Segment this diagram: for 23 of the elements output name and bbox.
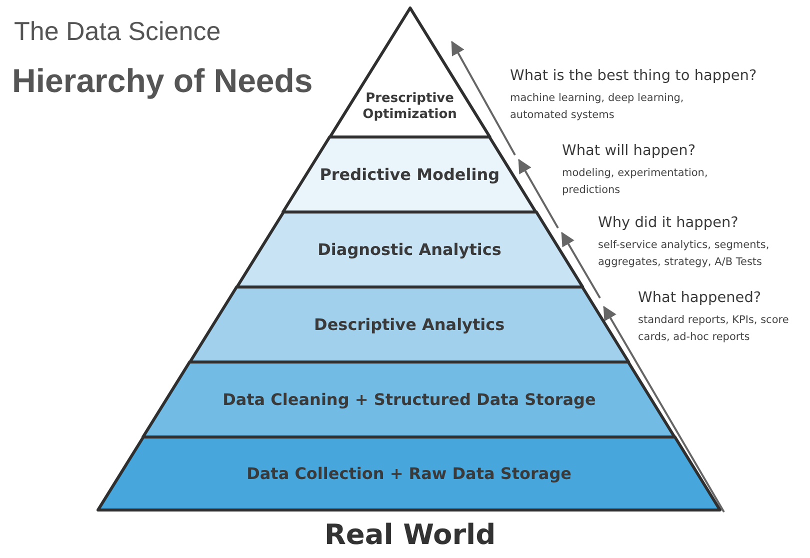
pyramid-tier <box>281 135 538 214</box>
tier-label: Data Cleaning + Structured Data Storage <box>222 390 597 410</box>
pyramid-tier <box>96 435 722 512</box>
question-heading: What happened? <box>638 290 762 306</box>
pyramid-tier <box>234 210 584 289</box>
tier-label: Descriptive Analytics <box>313 314 506 334</box>
tier-label: Prescriptive Optimization <box>362 90 458 124</box>
question-heading: What is the best thing to happen? <box>510 68 757 84</box>
tier-label: Predictive Modeling <box>318 164 501 184</box>
subtitle: The Data Science <box>14 16 221 47</box>
examples-text: modeling, experimentation, predictions <box>562 166 709 198</box>
title: Hierarchy of Needs <box>12 62 313 100</box>
examples-text: self-service analytics, segments, aggregates, strategy, A/B Tests <box>598 238 770 270</box>
question-heading: Why did it happen? <box>598 215 738 231</box>
pyramid-tier <box>141 360 677 439</box>
examples-text: machine learning, deep learning, automated systems <box>510 91 685 123</box>
pyramid-tier <box>188 285 631 364</box>
base-label: Real World <box>323 518 497 551</box>
pyramid-tier <box>328 6 492 139</box>
tier-label: Data Collection + Raw Data Storage <box>246 464 573 484</box>
examples-text: standard reports, KPIs, score cards, ad-hoc reports <box>638 313 790 345</box>
tier-label: Diagnostic Analytics <box>316 240 502 260</box>
question-heading: What will happen? <box>562 143 696 159</box>
